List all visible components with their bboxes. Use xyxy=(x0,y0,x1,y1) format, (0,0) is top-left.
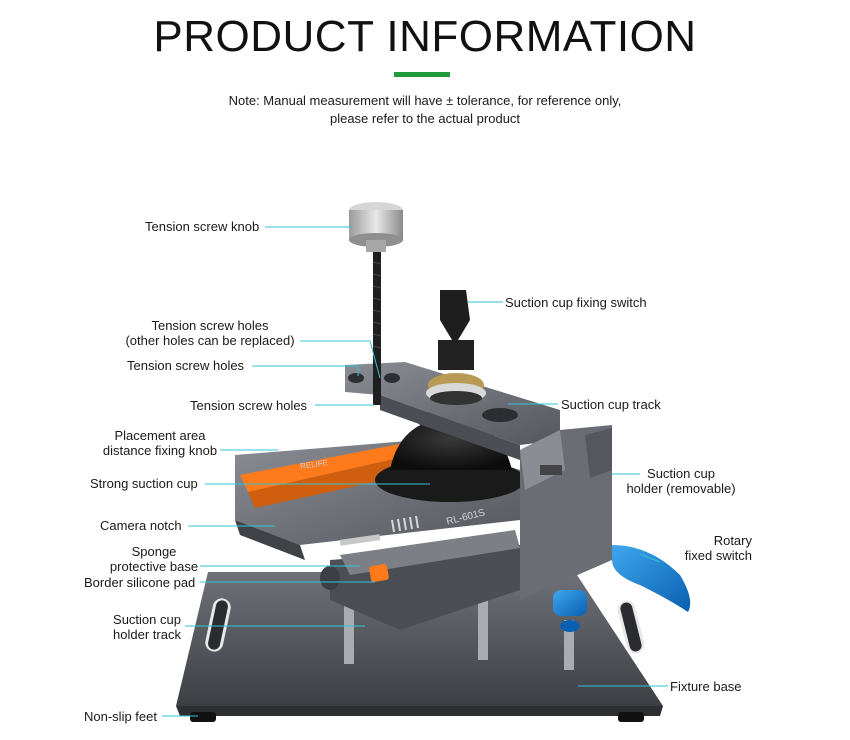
label-tension-screw-knob: Tension screw knob xyxy=(145,219,260,234)
label-line: fixed switch xyxy=(684,548,752,563)
label-placement-area: Placement area distance fixing knob xyxy=(96,428,224,458)
fixture-base-plate xyxy=(176,572,663,722)
note-line-1: Note: Manual measurement will have ± tol… xyxy=(228,93,622,108)
label-line: Tension screw holes xyxy=(151,318,269,333)
label-tension-screw-holes-a: Tension screw holes xyxy=(127,358,245,373)
label-line: Suction cup xyxy=(113,612,181,627)
label-line: protective base xyxy=(109,559,199,574)
holder-track xyxy=(320,530,520,630)
label-camera-notch: Camera notch xyxy=(100,518,182,533)
label-line: distance fixing knob xyxy=(102,443,218,458)
label-line: Rotary xyxy=(713,533,752,548)
support-posts xyxy=(344,590,574,670)
label-sponge-protective-base: Sponge protective base xyxy=(100,544,208,574)
label-tension-screw-holes-replace: Tension screw holes (other holes can be … xyxy=(118,318,302,348)
label-tension-screw-holes-b: Tension screw holes xyxy=(190,398,308,413)
suction-cup-holder xyxy=(520,425,612,600)
label-line: Placement area xyxy=(114,428,206,443)
label-suction-cup-holder: Suction cup holder (removable) xyxy=(622,466,740,496)
label-suction-cup-track: Suction cup track xyxy=(561,397,661,412)
suction-cup-fixing-switch xyxy=(426,290,486,405)
label-border-silicone-pad: Border silicone pad xyxy=(84,575,196,590)
label-line: Sponge xyxy=(131,544,177,559)
label-line: holder (removable) xyxy=(626,481,736,496)
label-line: (other holes can be replaced) xyxy=(125,333,295,348)
note-line-2: please refer to the actual product xyxy=(329,111,521,126)
label-rotary-fixed-switch: Rotary fixed switch xyxy=(664,533,752,563)
rotary-fixed-switch xyxy=(553,545,691,632)
label-line: Suction cup xyxy=(647,466,715,481)
page-title: PRODUCT INFORMATION xyxy=(153,12,697,61)
label-holder-track: Suction cup holder track xyxy=(106,612,188,642)
label-suction-cup-fixing-switch: Suction cup fixing switch xyxy=(505,295,647,310)
tension-screw xyxy=(349,202,403,405)
label-fixture-base: Fixture base xyxy=(670,679,742,694)
title-underline xyxy=(394,72,450,77)
callout-lines xyxy=(162,226,668,717)
label-strong-suction-cup: Strong suction cup xyxy=(90,476,198,491)
label-non-slip-feet: Non-slip feet xyxy=(84,709,157,724)
label-line: holder track xyxy=(113,627,181,642)
